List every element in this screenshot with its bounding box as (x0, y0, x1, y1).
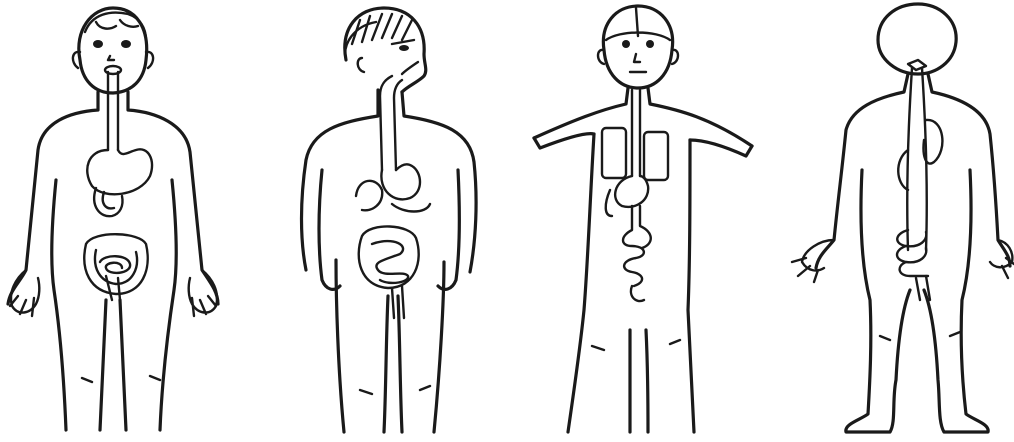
figure-4-body-outline (792, 4, 1014, 432)
figure-4-digestive-tract (897, 60, 942, 300)
